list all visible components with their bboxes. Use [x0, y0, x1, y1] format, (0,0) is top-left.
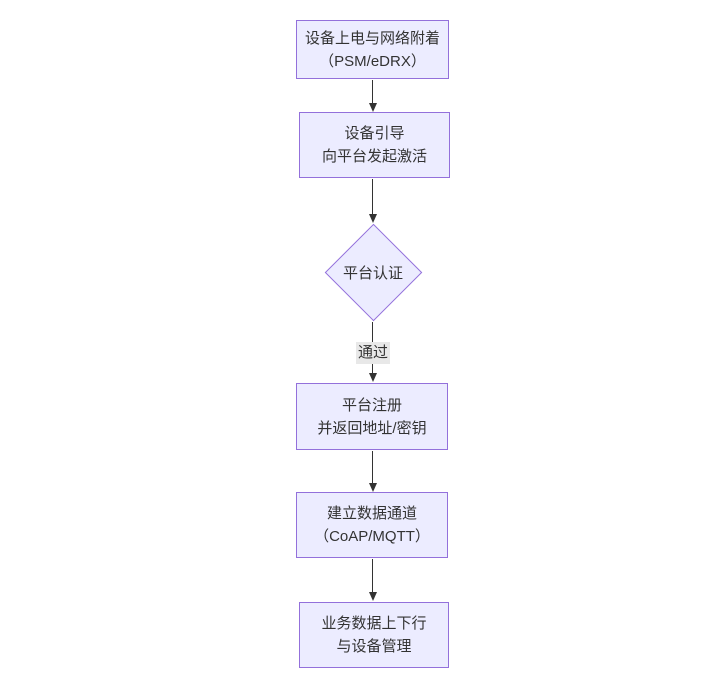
node-power-network-attach: 设备上电与网络附着 （PSM/eDRX） — [296, 20, 449, 79]
node-text-line: 平台注册 — [341, 396, 402, 414]
arrow-line — [371, 80, 374, 103]
node-text-line: 平台认证 — [323, 223, 423, 321]
arrow-line — [371, 179, 374, 214]
decision-platform-auth: 平台认证 — [323, 223, 423, 321]
decision-label: 平台认证 — [342, 264, 403, 282]
arrow-line — [371, 559, 374, 592]
arrow-line — [371, 451, 374, 483]
node-text-line: 向平台发起激活 — [321, 148, 427, 165]
node-business-data-management: 业务数据上下行 与设备管理 — [299, 602, 449, 668]
node-device-bootstrap: 设备引导 向平台发起激活 — [299, 112, 450, 178]
arrow-d-to-e — [365, 451, 380, 492]
node-text-line: 业务数据上下行 — [321, 615, 427, 632]
arrowhead-icon — [368, 483, 377, 492]
arrowhead-icon — [368, 373, 377, 382]
node-text-line: 设备上电与网络附着 — [304, 29, 440, 47]
arrowhead-icon — [368, 592, 377, 601]
node-text-line: （CoAP/MQTT） — [314, 528, 430, 545]
arrow-b-to-c — [365, 179, 380, 223]
node-platform-register: 平台注册 并返回地址/密钥 — [296, 383, 448, 450]
arrowhead-icon — [368, 214, 377, 223]
node-text-line: 并返回地址/密钥 — [317, 419, 427, 437]
arrowhead-icon — [368, 103, 377, 112]
node-text-line: 与设备管理 — [336, 638, 412, 655]
node-data-channel: 建立数据通道 （CoAP/MQTT） — [296, 492, 448, 558]
node-text-line: 建立数据通道 — [326, 505, 417, 522]
edge-label-pass: 通过 — [355, 342, 391, 364]
node-text-line: 设备引导 — [344, 125, 405, 142]
arrow-e-to-f — [365, 559, 380, 601]
arrow-a-to-b — [365, 80, 380, 112]
node-text-line: （PSM/eDRX） — [319, 52, 426, 70]
